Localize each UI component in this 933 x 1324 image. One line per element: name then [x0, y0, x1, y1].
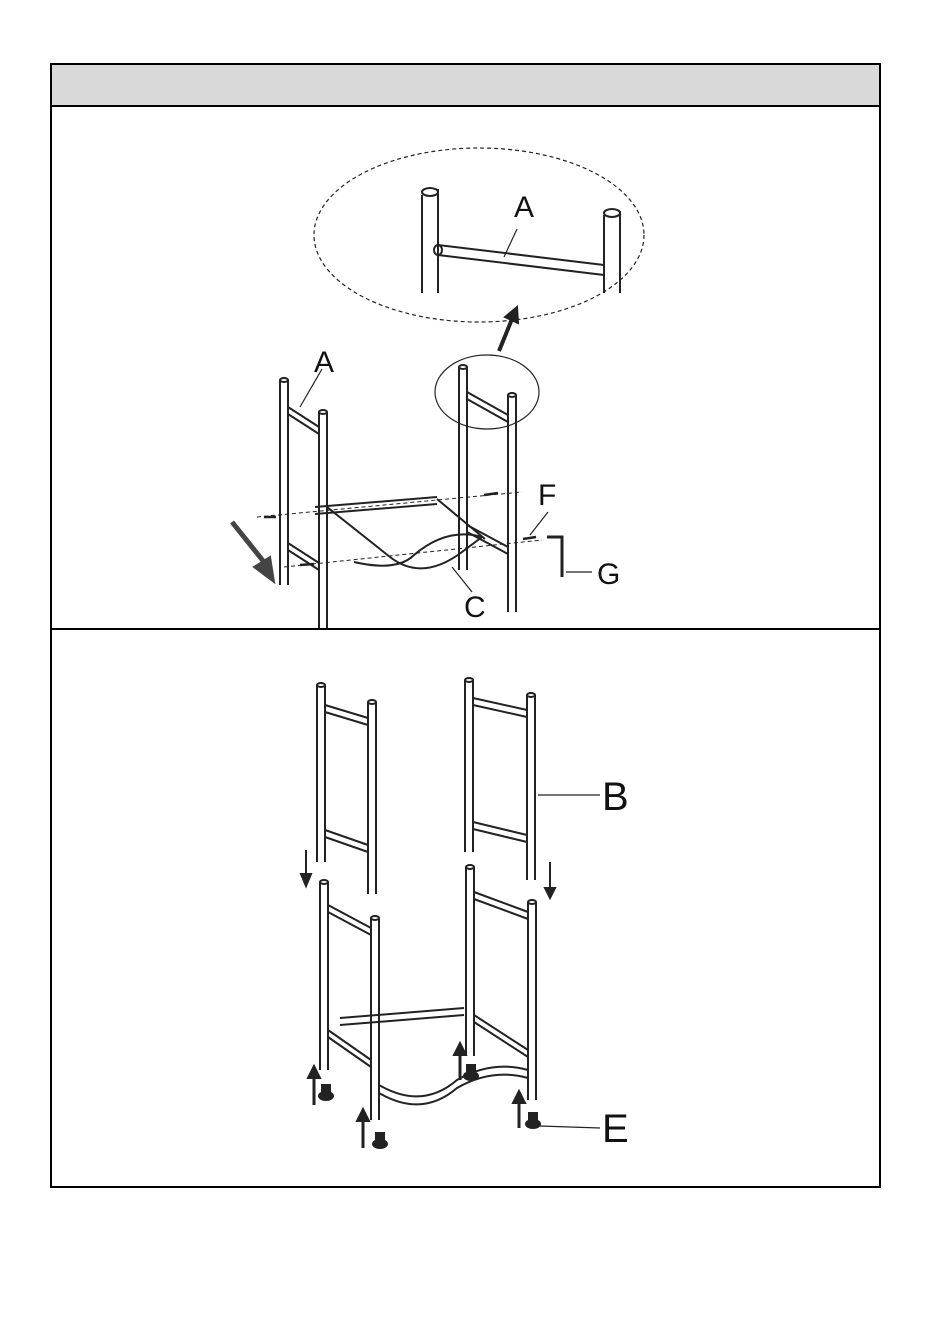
label-a: A	[314, 346, 334, 379]
label-a-zoom: A	[514, 191, 534, 224]
label-f: F	[538, 479, 556, 512]
step2-panel: B E	[52, 630, 879, 1186]
zoom-ellipse	[314, 148, 644, 322]
step1-panel: A A C F G	[52, 107, 879, 630]
instruction-frame: A A C F G	[50, 63, 881, 1188]
label-g: G	[597, 558, 620, 591]
highlight-ellipse	[435, 355, 539, 429]
step2-diagram: B E	[52, 630, 879, 1186]
label-b: B	[602, 775, 629, 819]
label-c: C	[464, 591, 486, 624]
label-e: E	[602, 1107, 629, 1151]
step1-diagram: A A C F G	[52, 107, 879, 628]
instruction-header	[52, 65, 879, 107]
